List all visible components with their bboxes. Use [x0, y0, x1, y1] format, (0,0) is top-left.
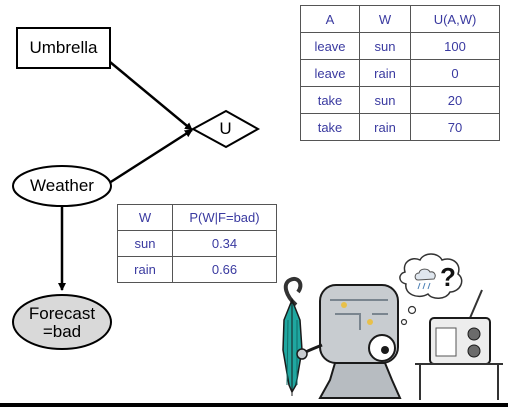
weather-node-label: Weather	[30, 176, 94, 195]
utility-table-header: U(A,W)	[410, 5, 500, 33]
table-cell: 100	[410, 32, 500, 60]
table-row: take rain 70	[300, 113, 500, 141]
utility-table-header-row: A W U(A,W)	[300, 5, 500, 33]
edge-umbrella-to-utility	[109, 61, 193, 131]
table-cell: sun	[359, 32, 411, 60]
table-cell: leave	[300, 59, 360, 87]
robot-illustration	[282, 253, 503, 400]
table-cell: rain	[359, 113, 411, 141]
table-cell: rain	[359, 59, 411, 87]
table-cell: 20	[410, 86, 500, 114]
table-row: leave sun 100	[300, 32, 500, 60]
utility-table: A W U(A,W) leave sun 100 leave rain 0 ta…	[300, 5, 500, 141]
posterior-table-header-row: W P(W|F=bad)	[117, 204, 277, 231]
table-cell: rain	[117, 256, 173, 283]
table-row: leave rain 0	[300, 59, 500, 87]
weather-node	[12, 165, 112, 207]
table-cell: 0.34	[172, 230, 277, 257]
utility-table-header: A	[300, 5, 360, 33]
umbrella-handle-icon	[283, 277, 303, 307]
umbrella-node	[16, 27, 111, 69]
rain-cloud-icon	[414, 268, 436, 281]
table-cell: 0	[410, 59, 500, 87]
umbrella-node-label: Umbrella	[29, 38, 98, 57]
forecast-label-line2: =bad	[42, 322, 82, 341]
table-cell: leave	[300, 32, 360, 60]
forecast-node	[12, 294, 112, 350]
forecast-node-label: Forecast =bad	[13, 305, 111, 341]
bottom-border	[0, 403, 508, 407]
radio-icon	[429, 289, 491, 365]
table-cell: take	[300, 113, 360, 141]
forecast-label-line1: Forecast	[28, 304, 96, 323]
utility-node-label: U	[219, 119, 232, 138]
table-row: sun 0.34	[117, 230, 277, 257]
question-mark: ?	[440, 262, 456, 292]
table-cell: sun	[359, 86, 411, 114]
posterior-table-header: P(W|F=bad)	[172, 204, 277, 231]
posterior-table-header: W	[117, 204, 173, 231]
utility-table-header: W	[359, 5, 411, 33]
table-row: rain 0.66	[117, 256, 277, 283]
side-table	[415, 363, 503, 400]
table-row: take sun 20	[300, 86, 500, 114]
table-cell: sun	[117, 230, 173, 257]
table-cell: take	[300, 86, 360, 114]
table-cell: 0.66	[172, 256, 277, 283]
edge-weather-to-utility	[105, 128, 193, 187]
utility-node	[190, 109, 261, 149]
table-cell: 70	[410, 113, 500, 141]
posterior-table: W P(W|F=bad) sun 0.34 rain 0.66	[117, 204, 277, 283]
